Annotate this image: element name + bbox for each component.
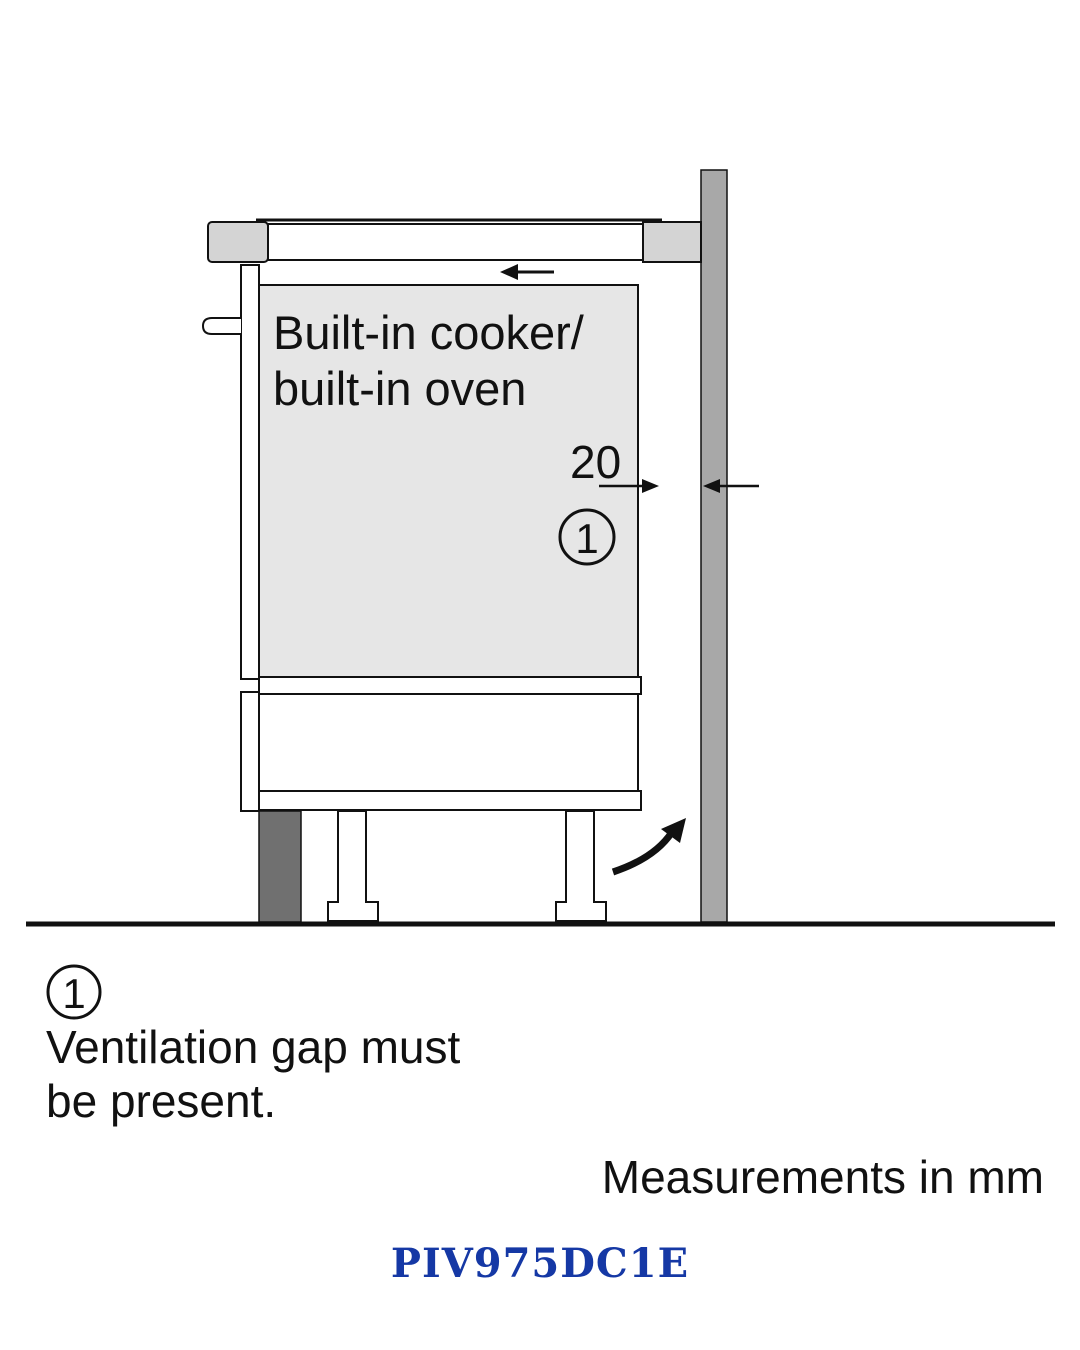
hob-body <box>267 223 644 261</box>
oven-front-panel <box>240 264 260 680</box>
cabinet-base-strip <box>258 790 642 811</box>
worktop-left <box>207 221 269 263</box>
plinth <box>258 810 302 923</box>
gap-arrow-right-head <box>703 479 720 493</box>
legend: 1 Ventilation gap must be present. <box>46 964 606 1128</box>
model-code: PIV975DC1E <box>390 1240 690 1287</box>
cabinet-foot-right <box>555 810 607 922</box>
gap-arrow-left-head <box>642 479 659 493</box>
appliance-label-line2: built-in oven <box>273 362 526 415</box>
cabinet-foot-left <box>327 810 379 922</box>
gap-dimension-value: 20 <box>570 436 621 488</box>
drawer-body <box>258 693 639 792</box>
drawer-front-panel <box>240 691 260 812</box>
legend-line-1: Ventilation gap must <box>46 1021 461 1073</box>
oven-handle <box>201 317 241 335</box>
worktop-right <box>642 221 702 263</box>
svg-text:1: 1 <box>62 970 85 1017</box>
legend-line-2: be present. <box>46 1075 277 1127</box>
oven-base-strip <box>258 676 642 695</box>
airflow-arrow-curve-head <box>661 818 686 843</box>
side-wall <box>700 169 728 923</box>
airflow-arrow-curve <box>611 829 675 876</box>
ventilation-marker-circle <box>558 508 616 566</box>
legend-marker-icon: 1 <box>46 964 102 1020</box>
oven-body <box>258 284 639 678</box>
units-note: Measurements in mm <box>601 1151 1044 1203</box>
airflow-arrow-top-head <box>500 264 518 280</box>
ventilation-marker-number: 1 <box>575 515 598 562</box>
legend-description: Ventilation gap must be present. <box>46 1020 606 1128</box>
appliance-label-line1: Built-in cooker/ <box>273 306 585 359</box>
